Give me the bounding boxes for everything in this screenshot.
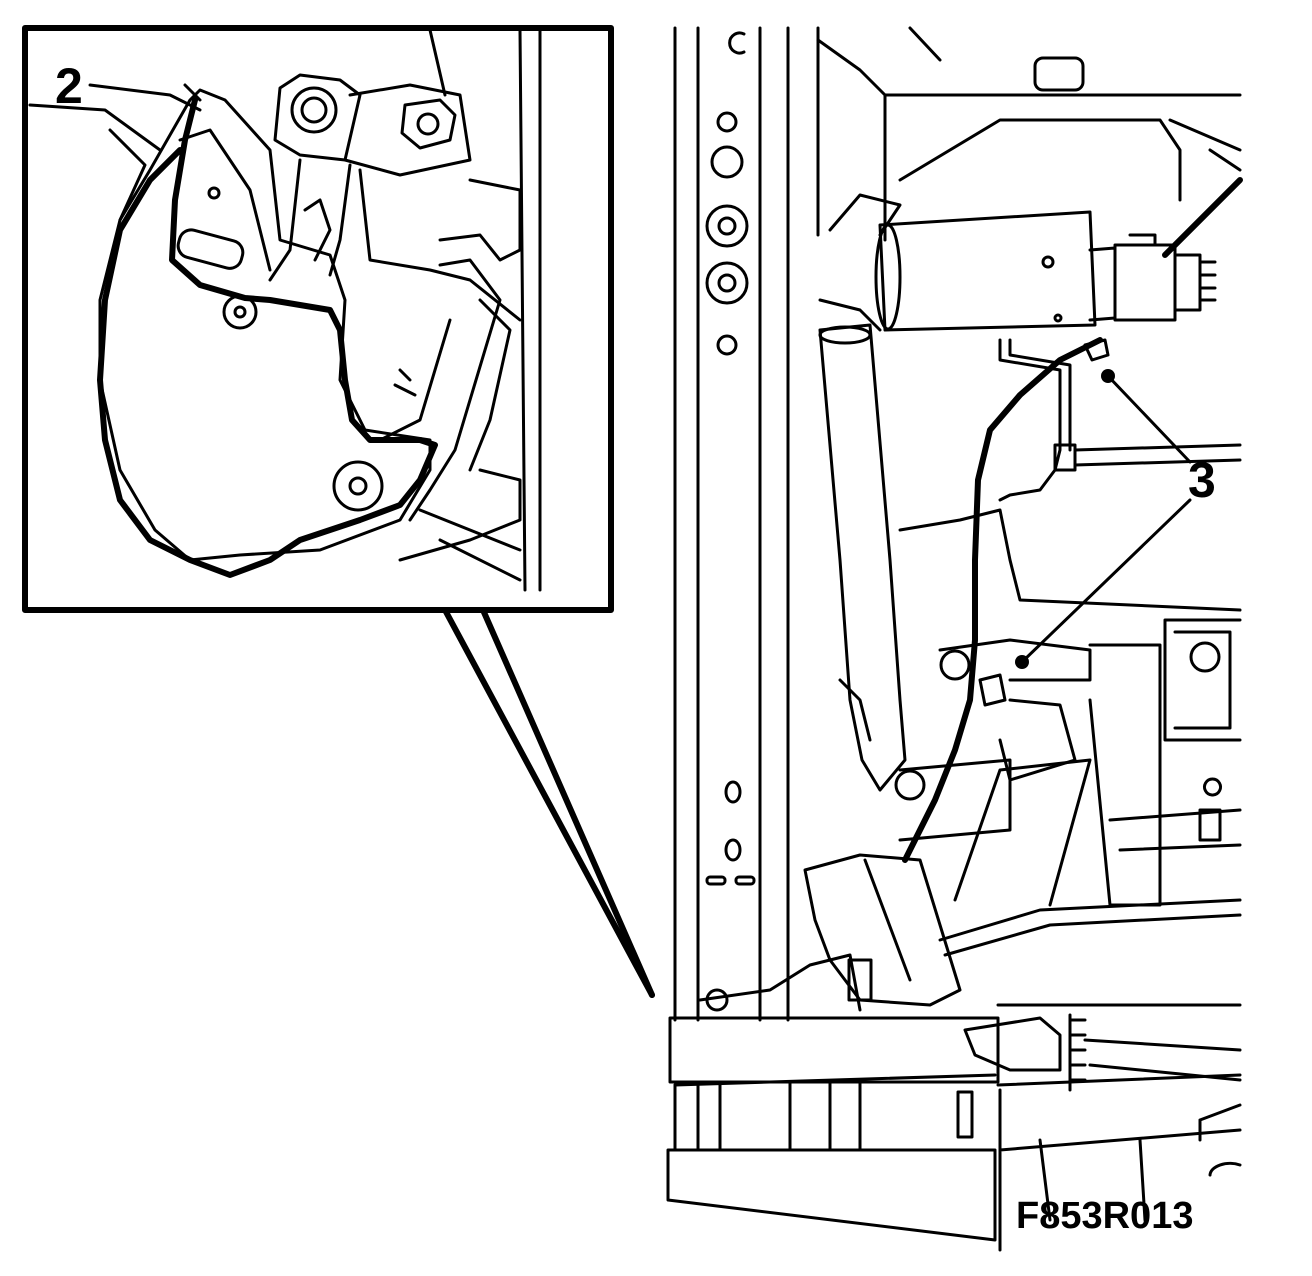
inset-callout-label: 2 — [55, 58, 83, 114]
main-view — [666, 26, 1243, 1252]
pipe — [998, 338, 1242, 502]
main-callout-label: 3 — [1188, 452, 1216, 508]
actuator-motor — [818, 193, 1117, 332]
inset-pointer — [442, 607, 655, 998]
inset-structure — [268, 28, 542, 592]
strut — [818, 323, 907, 792]
inset-detail — [22, 25, 655, 998]
leader-dot — [1015, 655, 1029, 669]
wiring-harness — [902, 177, 1243, 863]
figure-reference-id: F853R013 — [1016, 1195, 1193, 1237]
inset-frame — [22, 25, 614, 613]
leader-lines — [1020, 374, 1192, 664]
leader-dot — [1101, 369, 1115, 383]
subframe — [894, 508, 1242, 957]
inset-wiring-harness — [97, 97, 438, 578]
rail-holes — [705, 31, 756, 886]
frame-rail — [673, 26, 820, 1152]
cover-panel — [28, 83, 432, 562]
connector — [1113, 233, 1217, 322]
body-panel — [816, 26, 1242, 242]
cross-member — [666, 853, 1242, 1252]
